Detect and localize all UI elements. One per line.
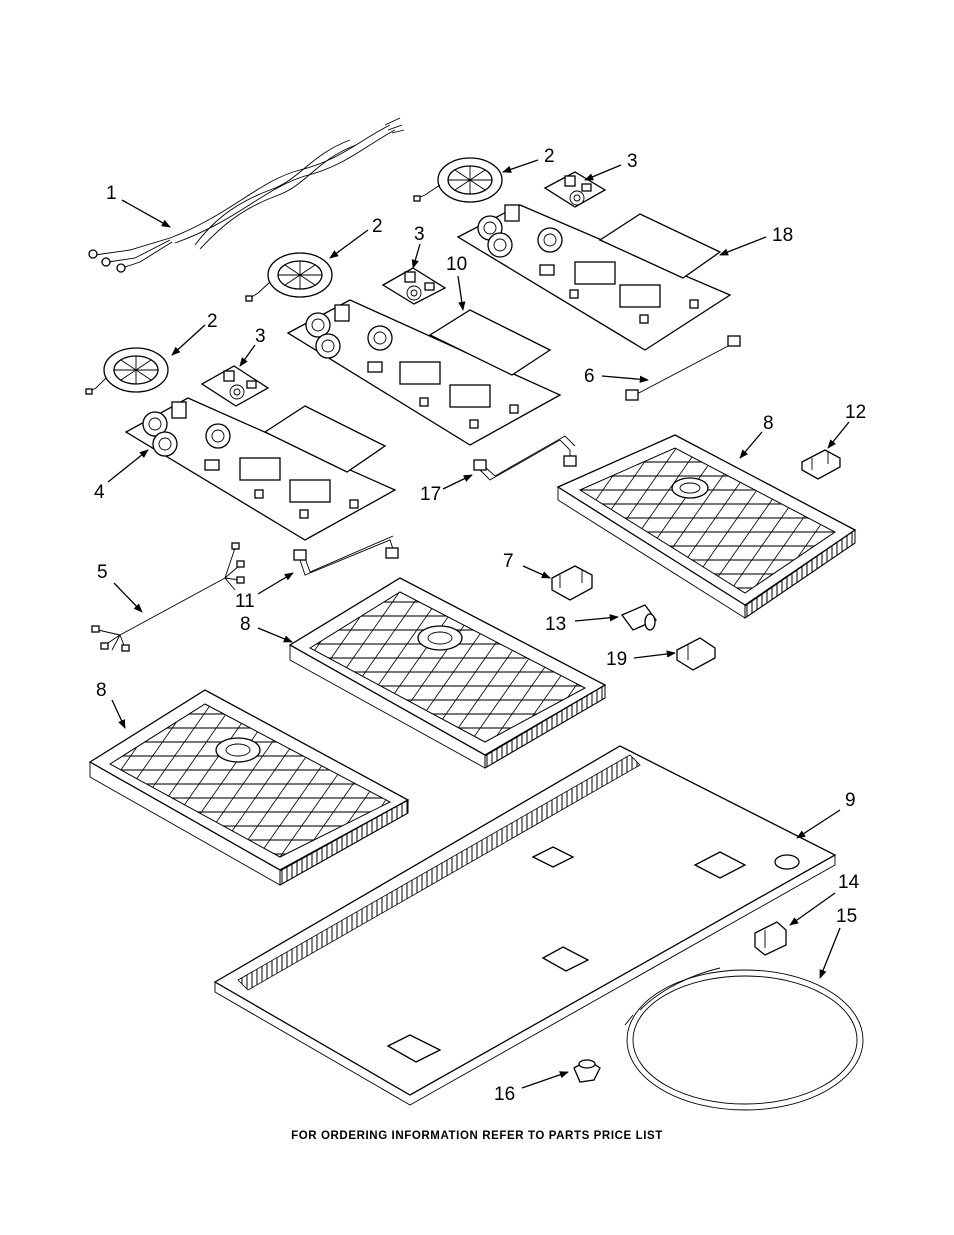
callout-14: 14 bbox=[838, 872, 860, 893]
power-cord-part bbox=[88, 117, 405, 273]
base-plate-part bbox=[213, 745, 837, 1106]
power-board-part bbox=[124, 397, 397, 541]
leader-lines bbox=[107, 159, 850, 1089]
fan-part bbox=[413, 157, 503, 203]
fan-part bbox=[85, 347, 169, 395]
small-board-part bbox=[200, 365, 270, 407]
clip-part bbox=[676, 637, 716, 671]
ordering-note: FOR ORDERING INFORMATION REFER TO PARTS … bbox=[291, 1130, 663, 1142]
callout-1: 1 bbox=[106, 183, 117, 204]
callout-7: 7 bbox=[503, 551, 514, 572]
callout-16: 16 bbox=[494, 1084, 515, 1105]
callout-8: 8 bbox=[240, 614, 251, 635]
power-board-part bbox=[456, 204, 732, 351]
callout-4: 4 bbox=[94, 482, 105, 503]
callout-18: 18 bbox=[772, 225, 793, 246]
callout-2: 2 bbox=[207, 311, 218, 332]
callout-17: 17 bbox=[420, 484, 441, 505]
harness-part bbox=[473, 435, 577, 481]
small-board-part bbox=[381, 267, 447, 305]
harness-part bbox=[625, 335, 741, 401]
tray-part bbox=[556, 434, 857, 619]
callout-8: 8 bbox=[763, 413, 774, 434]
tray-part bbox=[288, 577, 607, 769]
callout-12: 12 bbox=[845, 402, 866, 423]
clip-part bbox=[801, 449, 841, 480]
callout-10: 10 bbox=[446, 254, 467, 275]
harness-part bbox=[91, 542, 245, 652]
fuse-part bbox=[620, 604, 658, 631]
fan-part bbox=[245, 252, 333, 302]
callout-15: 15 bbox=[836, 906, 857, 927]
callout-2: 2 bbox=[372, 216, 383, 237]
clip-part bbox=[551, 565, 593, 601]
callout-19: 19 bbox=[606, 649, 627, 670]
tray-part bbox=[88, 689, 410, 886]
small-board-part bbox=[543, 171, 607, 208]
callout-13: 13 bbox=[545, 614, 566, 635]
callout-9: 9 bbox=[845, 790, 856, 811]
callout-2: 2 bbox=[544, 146, 555, 167]
grommet-part bbox=[573, 1059, 601, 1083]
power-board-part bbox=[286, 299, 562, 446]
callout-3: 3 bbox=[627, 151, 638, 172]
callout-3: 3 bbox=[414, 224, 425, 245]
callout-6: 6 bbox=[584, 366, 595, 387]
callout-3: 3 bbox=[255, 326, 266, 347]
harness-part bbox=[293, 535, 399, 576]
callout-11: 11 bbox=[235, 591, 255, 612]
clip-part bbox=[754, 921, 787, 956]
callout-labels: 1 2 3 18 2 3 10 2 3 4 6 8 12 17 5 11 7 8… bbox=[94, 146, 866, 1105]
callout-5: 5 bbox=[97, 562, 108, 583]
cord-coil-part bbox=[624, 967, 864, 1111]
callout-8: 8 bbox=[96, 680, 107, 701]
